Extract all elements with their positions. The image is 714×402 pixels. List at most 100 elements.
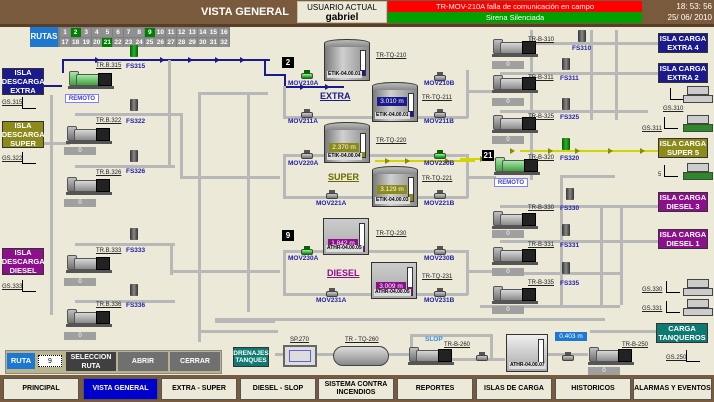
isla-descarga-extra[interactable]: ISLA DESCARGA EXTRA [1,68,45,95]
nav-extra-super[interactable]: EXTRA - SUPER [161,378,237,400]
route-cell-24[interactable]: 24 [134,38,145,47]
tank-tr-tq-230[interactable]: 1.842 m ATHR-04.00.05 [323,218,369,255]
pump-tr-b-322[interactable] [66,123,112,145]
isla-carga-diesel-3[interactable]: ISLA CARGA DIESEL 3 [658,192,708,212]
route-cell-26[interactable]: 26 [155,38,166,47]
route-cell-30[interactable]: 30 [197,38,208,47]
pump-tr-b-320[interactable] [494,154,540,176]
isla-carga-extra-4[interactable]: ISLA CARGA EXTRA 4 [658,33,708,53]
nav-alarmas-y-eventos[interactable]: ALARMAS Y EVENTOS [633,378,712,400]
page-title: VISTA GENERAL [200,6,289,18]
pump-tr-b-333[interactable] [66,252,112,274]
isla-descarga-super[interactable]: ISLA DESCARGA SUPER [1,121,45,148]
tank-tr-tq-210[interactable]: ETIK-04.00.01 [324,39,370,81]
route-cell-1[interactable]: 1 [60,28,70,37]
route-cell-13[interactable]: 13 [187,28,198,37]
alarm-banner[interactable]: TR-MOV-210A falla de comunicación en cam… [388,1,642,12]
pump-tr-b-326[interactable] [66,174,112,196]
nav-sistema-contra-incendios[interactable]: SISTEMA CONTRA INCENDIOS [318,378,394,400]
pump-tr-b-330[interactable] [492,208,538,230]
valve-mov220b[interactable] [434,150,446,159]
pump-tr-b-325[interactable] [492,112,538,134]
select-route-button[interactable]: SELECCION RUTA [66,352,116,371]
valve-mov231a[interactable] [326,288,338,297]
route-cell-17[interactable]: 17 [60,38,70,47]
nav-vista-general[interactable]: VISTA GENERAL [83,378,158,400]
isla-carga-extra-2[interactable]: ISLA CARGA EXTRA 2 [658,63,708,83]
valve-icon[interactable] [476,352,488,361]
route-cell-10[interactable]: 10 [155,28,166,37]
valve-mov210a[interactable] [301,70,313,79]
tank-tr-tq-220[interactable]: 2.370 m ETIK-04.00.04 [324,122,370,163]
route-cell-16[interactable]: 16 [219,28,229,37]
siren-status[interactable]: Sirena Silenciada [388,12,642,23]
nav-principal[interactable]: PRINCIPAL [3,378,79,400]
valve-mov220a[interactable] [301,150,313,159]
nav-reportes[interactable]: REPORTES [397,378,473,400]
route-cell-21[interactable]: 21 [102,38,113,47]
route-cell-31[interactable]: 31 [208,38,219,47]
route-cell-15[interactable]: 15 [208,28,219,37]
route-cell-27[interactable]: 27 [166,38,176,47]
route-cell-7[interactable]: 7 [123,28,134,37]
truck-icon [683,163,713,181]
valve-mov211b[interactable] [434,109,446,118]
close-button[interactable]: CERRAR [170,352,220,371]
valve-mov230a[interactable] [301,246,313,255]
valve-mov230b[interactable] [434,246,446,255]
pump-tr-b-250[interactable] [588,344,634,366]
valve-mov221a[interactable] [326,190,338,199]
route-cell-5[interactable]: 5 [102,28,113,37]
tank-slop[interactable]: ATHR-04.00.07 [506,334,548,372]
valve-mov221b[interactable] [434,190,446,199]
separator-sp-270[interactable] [283,345,317,367]
route-cell-11[interactable]: 11 [166,28,176,37]
nav-islas-de-carga[interactable]: ISLAS DE CARGA [476,378,552,400]
route-cell-18[interactable]: 18 [70,38,81,47]
pump-tr-b-260[interactable] [408,344,454,366]
nav-historicos[interactable]: HISTORICOS [555,378,631,400]
valve-mov211a[interactable] [301,109,313,118]
section-title-extra[interactable]: EXTRA [320,91,351,101]
route-cell-20[interactable]: 20 [91,38,102,47]
tank-tr-tq-221[interactable]: 3.129 m ETIK-04.00.03 [372,166,418,207]
route-cell-22[interactable]: 22 [113,38,123,47]
tank-tr-tq-260[interactable] [333,346,389,366]
pump-tr-b-311[interactable] [492,72,538,94]
route-cell-12[interactable]: 12 [176,28,187,37]
drenajes-tanques[interactable]: DRENAJES TANQUES [233,347,269,367]
route-cell-6[interactable]: 6 [113,28,123,37]
carga-tanqueros[interactable]: CARGA TANQUEROS [656,323,708,343]
ruta-input[interactable]: 9 [38,355,62,367]
pump-tr-b-310[interactable] [492,36,538,58]
section-title-super[interactable]: SUPER [328,172,360,182]
route-cell-9[interactable]: 9 [144,28,155,37]
route-cell-19[interactable]: 19 [81,38,92,47]
route-cell-14[interactable]: 14 [197,28,208,37]
route-cell-4[interactable]: 4 [91,28,102,37]
tank-tr-tq-231[interactable]: 3.009 m ATHR-04.00.05 [371,262,417,299]
section-title-diesel[interactable]: DIESEL [327,268,360,278]
route-cell-28[interactable]: 28 [176,38,187,47]
nav-diesel-slop[interactable]: DIESEL - SLOP [240,378,316,400]
route-cell-23[interactable]: 23 [123,38,134,47]
pump-tr-b-315[interactable] [68,68,114,90]
isla-carga-super-5[interactable]: ISLA CARGA SUPER 5 [658,138,708,158]
valve-mov210b[interactable] [434,72,446,81]
route-cell-3[interactable]: 3 [81,28,92,37]
pump-tr-b-335[interactable] [492,283,538,305]
isla-carga-diesel-1[interactable]: ISLA CARGA DIESEL 1 [658,229,708,249]
valve-icon[interactable] [562,352,574,361]
tank-level-display: 2.370 m [329,143,359,152]
route-cell-2[interactable]: 2 [70,28,81,37]
pump-tr-b-331[interactable] [492,244,538,266]
valve-mov231b[interactable] [434,288,446,297]
isla-descarga-diesel[interactable]: ISLA DESCARGA DIESEL [1,248,45,275]
route-cell-32[interactable]: 32 [219,38,229,47]
pump-tr-b-336[interactable] [66,306,112,328]
tank-tr-tq-211[interactable]: 3.010 m ETIK-04.00.01 [372,82,418,122]
route-cell-25[interactable]: 25 [144,38,155,47]
route-cell-8[interactable]: 8 [134,28,145,37]
route-cell-29[interactable]: 29 [187,38,198,47]
open-button[interactable]: ABRIR [118,352,168,371]
